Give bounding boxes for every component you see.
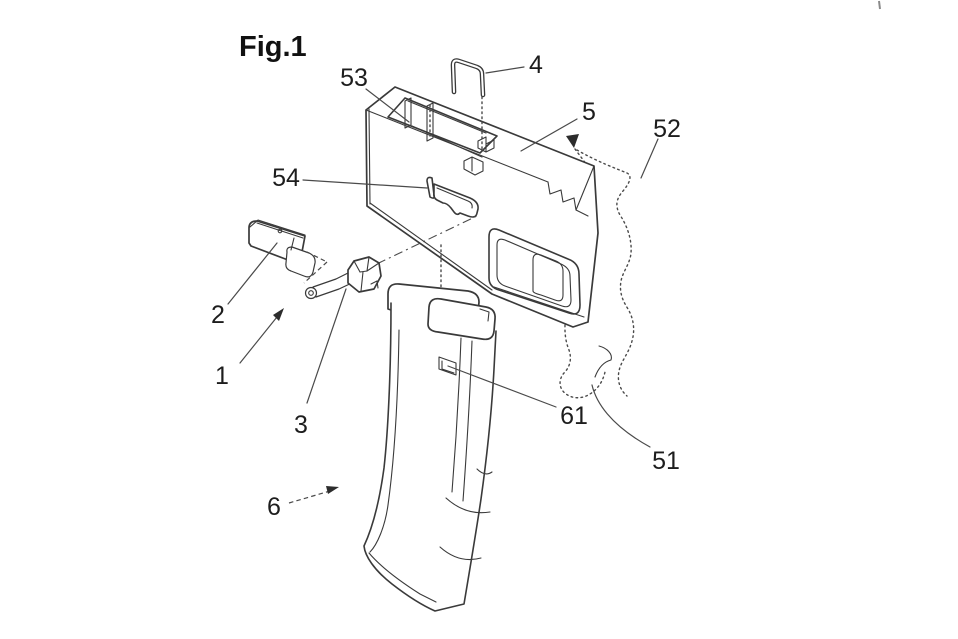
label-61: 61 [560, 402, 588, 430]
magazine-corner-line-1 [451, 337, 462, 493]
leader-line-53 [365, 88, 410, 123]
label-53: 53 [340, 64, 368, 92]
phantom-outline-right-curve [576, 149, 635, 397]
retaining-clip-part-4 [450, 58, 486, 151]
scan-artifact-mark [878, 0, 881, 10]
lever-head-notch [370, 280, 379, 289]
label-3: 3 [294, 411, 308, 439]
grip-ring-inner [496, 238, 572, 308]
leader-line-5 [520, 118, 578, 152]
slot-54-inner-edge [436, 187, 473, 209]
phantom-attach-arrow-icon [566, 134, 579, 148]
lever-pivot-bore [308, 290, 314, 296]
latch-socket-hidden-lines [303, 251, 328, 284]
lever-head-facets [353, 256, 380, 292]
lever-head-block [347, 256, 382, 293]
channel-partition-2 [426, 102, 434, 142]
leader-line-3 [306, 288, 347, 404]
leader-line-51 [591, 384, 651, 448]
latch-lever-part-3 [304, 256, 382, 300]
leader-line-52 [640, 138, 659, 179]
grip-ring-bore [532, 253, 564, 302]
label-5: 5 [582, 98, 596, 126]
label-52: 52 [653, 115, 681, 143]
leader-line-54 [302, 179, 428, 189]
latch-button-boot [285, 246, 316, 278]
housing-body [365, 86, 599, 328]
label-51: 51 [652, 447, 680, 475]
label-4: 4 [529, 51, 543, 79]
magazine-base-inner-line [368, 552, 437, 603]
latch-button-part-2 [248, 219, 328, 284]
housing-end-edge [575, 165, 595, 211]
clip-wire-outer [450, 58, 486, 98]
label-54: 54 [272, 164, 300, 192]
clip-wire-highlight [452, 59, 484, 96]
label-2: 2 [211, 301, 225, 329]
slot-54-outline [433, 183, 479, 218]
magazine-corner-line-2 [462, 340, 473, 502]
magazine-section-arc-2 [439, 546, 482, 561]
channel-seat-block [477, 136, 495, 153]
cap-latch-notch [479, 308, 490, 322]
magazine-tube-fill [364, 303, 496, 611]
latch-button-top-face [249, 219, 306, 236]
lever-pivot-ring [304, 286, 318, 300]
grip-ring-outer [488, 228, 581, 315]
housing-part-5 [365, 86, 599, 328]
channel-opening [387, 97, 498, 154]
magazine-spine-line [369, 329, 400, 553]
magazine-window-61 [438, 356, 457, 376]
latch-button-pin-hole [277, 228, 283, 234]
magazine-top-cap-front [427, 297, 496, 341]
housing-bottom-edge-inner [369, 202, 493, 291]
direction-arrow-1-head-icon [273, 308, 284, 321]
housing-bottom-face-edge [493, 286, 585, 318]
channel-inner-wall-edge [407, 100, 487, 134]
label-6: 6 [267, 493, 281, 521]
magazine-section-arc-1 [445, 497, 491, 514]
front-face-step-block [463, 156, 484, 176]
direction-arrow-1-line [239, 311, 282, 364]
leader-line-4 [485, 66, 525, 74]
phantom-hook-detail [594, 345, 612, 378]
leader-line-61 [447, 365, 557, 408]
latch-button-ridge [256, 222, 304, 251]
channel-floor-edge [411, 125, 483, 158]
reference-numerals: Fig.1 53 4 5 52 54 2 1 3 6 61 51 [211, 31, 681, 521]
channel-partition-1 [404, 97, 412, 129]
magazine-section-arc-3 [476, 468, 493, 475]
magazine-part-6 [363, 283, 497, 612]
label-1: 1 [215, 362, 229, 390]
leader-6-arrowhead-icon [326, 486, 339, 494]
magazine-tube-outline [363, 302, 497, 612]
leader-line-2 [227, 242, 278, 305]
leader-lines [227, 66, 659, 504]
leader-line-6 [288, 490, 331, 504]
figure-title: Fig.1 [239, 31, 307, 63]
housing-left-edge-inner [368, 108, 371, 205]
